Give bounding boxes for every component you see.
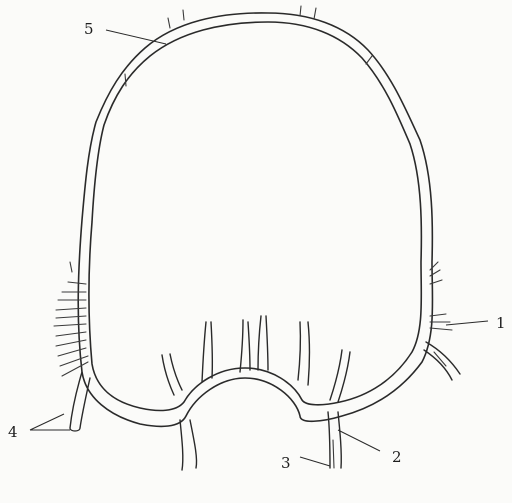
callout-label-1: 1 bbox=[496, 316, 506, 331]
bottom-arch-upward-branches bbox=[162, 316, 350, 402]
leader-line-5 bbox=[106, 30, 166, 44]
leader-line-4a bbox=[30, 414, 64, 430]
left-side-branch-cluster bbox=[54, 262, 90, 431]
vessel-ring bbox=[78, 13, 432, 426]
leader-lines bbox=[30, 30, 488, 466]
top-small-branches bbox=[125, 6, 372, 86]
leader-line-1 bbox=[446, 321, 488, 325]
leader-line-3 bbox=[300, 457, 330, 466]
callout-label-4: 4 bbox=[8, 425, 18, 440]
right-side-branch-cluster bbox=[424, 262, 460, 380]
callout-label-3: 3 bbox=[281, 456, 291, 471]
callout-label-2: 2 bbox=[392, 450, 402, 465]
callout-label-5: 5 bbox=[84, 22, 94, 37]
leader-line-2 bbox=[338, 430, 380, 451]
